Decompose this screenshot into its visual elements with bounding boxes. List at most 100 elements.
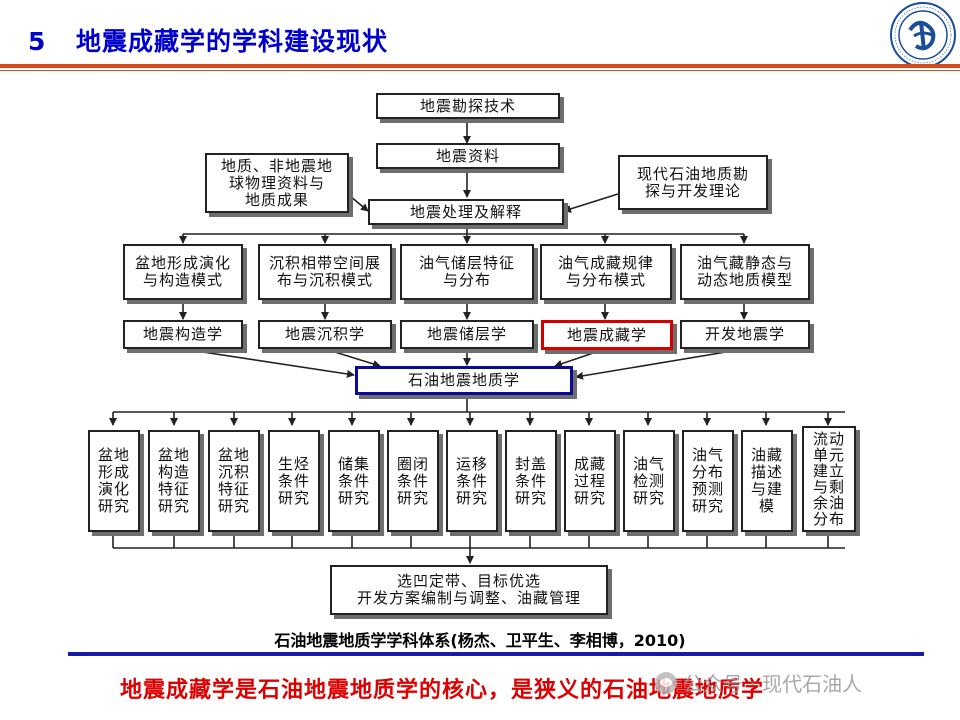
geology-data-line: 地质、非地震地 xyxy=(220,156,333,175)
topic-line: 油气储层特征 xyxy=(418,254,515,272)
study-line: 盆地 xyxy=(217,446,250,464)
discipline-label: 开发地震学 xyxy=(704,325,785,343)
study-line: 封盖 xyxy=(514,454,547,473)
study-box: 盆地构造特征研究 xyxy=(148,430,200,532)
study-box: 油气分布预测研究 xyxy=(682,430,734,532)
discipline-box: 地震构造学 xyxy=(123,320,243,349)
study-box: 圈闭条件研究 xyxy=(387,430,439,532)
topic-box: 盆地形成演化与构造模式 xyxy=(123,244,243,300)
geology-data-box: 地质、非地震地 球物理资料与 地质成果 xyxy=(205,153,349,213)
study-line: 研究 xyxy=(691,497,724,515)
study-box: 盆地形成演化研究 xyxy=(88,430,140,532)
petroleum-theory-line: 探与开发理论 xyxy=(644,181,741,200)
study-line: 描述 xyxy=(750,463,783,481)
study-line: 研究 xyxy=(514,488,547,507)
study-box: 封盖条件研究 xyxy=(505,430,557,532)
study-line: 条件 xyxy=(337,471,370,490)
geology-data-line: 地质成果 xyxy=(244,190,309,209)
study-line: 研究 xyxy=(217,497,250,515)
study-line: 条件 xyxy=(396,471,429,490)
study-line: 研究 xyxy=(573,488,606,507)
discipline-box: 地震储层学 xyxy=(400,320,534,349)
core-discipline-label: 石油地震地质学 xyxy=(407,371,520,389)
caption-rule xyxy=(68,652,924,656)
study-line: 研究 xyxy=(396,488,429,507)
study-box: 运移条件研究 xyxy=(446,430,498,532)
study-line: 条件 xyxy=(514,471,547,490)
study-box: 生烃条件研究 xyxy=(268,430,320,532)
topic-line: 与构造模式 xyxy=(142,271,223,289)
watermark-text: 公众号 · 现代石油人 xyxy=(683,672,863,696)
processing-label: 地震处理及解释 xyxy=(409,202,522,221)
discipline-label: 地震构造学 xyxy=(142,325,223,343)
study-line: 特征 xyxy=(157,480,190,498)
study-line: 流动 xyxy=(812,430,845,448)
geology-data-line: 球物理资料与 xyxy=(228,173,325,192)
seismic-data-box: 地震资料 xyxy=(376,143,560,169)
study-line: 与建 xyxy=(750,480,783,498)
study-line: 盆地 xyxy=(97,446,130,464)
study-line: 形成 xyxy=(97,463,130,481)
topic-line: 油气成藏规律 xyxy=(557,254,654,272)
study-line: 过程 xyxy=(573,471,606,490)
core-discipline-box: 石油地震地质学 xyxy=(355,366,573,395)
study-line: 研究 xyxy=(277,488,310,507)
study-line: 条件 xyxy=(277,471,310,490)
discipline-box: 地震沉积学 xyxy=(258,320,392,349)
study-box: 盆地沉积特征研究 xyxy=(208,430,260,532)
topic-line: 动态地质模型 xyxy=(696,271,793,289)
study-line: 油气 xyxy=(691,446,724,464)
title-rule-thin xyxy=(0,70,960,71)
study-line: 沉积 xyxy=(217,463,250,481)
topic-box: 沉积相带空间展布与沉积模式 xyxy=(258,244,392,300)
study-line: 构造 xyxy=(157,463,190,481)
study-line: 研究 xyxy=(455,488,488,507)
study-line: 模 xyxy=(758,497,775,515)
topic-box: 油气藏静态与动态地质模型 xyxy=(680,244,810,300)
study-line: 盆地 xyxy=(157,446,190,464)
study-line: 成藏 xyxy=(573,454,606,473)
title-rule xyxy=(0,64,960,68)
study-box: 油藏描述与建模 xyxy=(741,430,793,532)
highlighted-discipline-box: 地震成藏学 xyxy=(541,320,673,350)
final-outcome-line: 开发方案编制与调整、油藏管理 xyxy=(356,589,581,607)
study-line: 检测 xyxy=(632,471,665,490)
study-line: 研究 xyxy=(632,488,665,507)
study-line: 演化 xyxy=(97,480,130,498)
study-line: 与剩 xyxy=(812,478,845,496)
study-line: 单元 xyxy=(812,446,845,464)
processing-box: 地震处理及解释 xyxy=(368,199,564,225)
study-box: 成藏过程研究 xyxy=(564,430,616,532)
discipline-label: 地震成藏学 xyxy=(566,325,647,344)
study-line: 建立 xyxy=(812,462,845,480)
study-line: 油藏 xyxy=(750,446,783,464)
study-box: 流动单元建立与剩余油分布 xyxy=(802,426,856,532)
study-line: 研究 xyxy=(97,497,130,515)
slide-number: 5 xyxy=(28,27,47,56)
study-line: 储集 xyxy=(337,454,370,473)
discipline-label: 地震储层学 xyxy=(426,325,507,343)
study-line: 余油 xyxy=(812,494,845,512)
seismic-exploration-label: 地震勘探技术 xyxy=(419,96,516,115)
figure-caption: 石油地震地质学学科体系(杨杰、卫平生、李相博，2010) xyxy=(274,631,686,650)
seismic-data-label: 地震资料 xyxy=(435,146,500,165)
topic-line: 油气藏静态与 xyxy=(696,254,793,272)
discipline-box: 开发地震学 xyxy=(680,320,810,349)
final-outcome-line: 选凹定带、目标优选 xyxy=(396,572,541,590)
study-box: 储集条件研究 xyxy=(328,430,380,532)
study-box: 油气检测研究 xyxy=(623,430,675,532)
study-line: 条件 xyxy=(455,471,488,490)
seismic-exploration-box: 地震勘探技术 xyxy=(376,93,560,119)
petroleum-theory-box: 现代石油地质勘 探与开发理论 xyxy=(618,155,768,210)
study-line: 生烃 xyxy=(277,454,310,473)
topic-line: 沉积相带空间展 xyxy=(268,254,381,272)
topic-line: 与分布模式 xyxy=(565,271,646,289)
topic-line: 布与沉积模式 xyxy=(276,271,373,289)
discipline-label: 地震沉积学 xyxy=(284,325,365,343)
study-line: 预测 xyxy=(691,480,724,498)
topic-box: 油气储层特征与分布 xyxy=(400,244,534,300)
study-line: 油气 xyxy=(632,454,665,473)
study-line: 特征 xyxy=(217,480,250,498)
